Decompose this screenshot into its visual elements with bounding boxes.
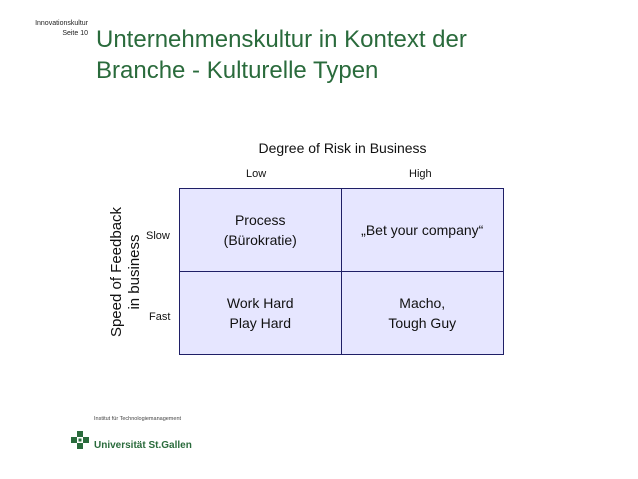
page-number: Seite 10 — [62, 30, 88, 37]
cell-macho-tough-guy-text: Macho, Tough Guy — [388, 294, 457, 331]
slide-title-line-1: Unternehmenskultur in Kontext der — [96, 26, 467, 53]
university-emblem-icon — [71, 431, 89, 449]
university-logo: Institut für Technologiemanagement Unive… — [70, 416, 192, 456]
university-name: Universität St.Gallen — [94, 440, 192, 451]
column-label-high: High — [409, 168, 432, 180]
side-axis-label: Speed of Feedback in business — [108, 207, 144, 337]
slide-title: Unternehmenskultur in Kontext der Branch… — [96, 24, 626, 86]
section-name: Innovationskultur — [35, 20, 88, 27]
cell-bet-your-company: „Bet your company“ — [341, 189, 503, 272]
cell-work-hard-play-hard-text: Work Hard Play Hard — [226, 294, 294, 331]
side-axis-label-line-2: in business — [126, 234, 143, 310]
side-axis-label-line-1: Speed of Feedback — [108, 206, 125, 338]
slide-section-label: Innovationskultur Seite 10 — [4, 19, 88, 39]
cell-work-hard-play-hard: Work Hard Play Hard — [180, 271, 342, 354]
cell-bet-your-company-text: „Bet your company“ — [361, 221, 484, 238]
cell-macho-tough-guy: Macho, Tough Guy — [342, 272, 504, 355]
institute-name: Institut für Technologiemanagement — [94, 416, 182, 422]
culture-matrix: Process (Bürokratie) „Bet your company“ … — [179, 188, 504, 355]
top-axis-label: Degree of Risk in Business — [258, 140, 427, 156]
cell-process-text: Process (Bürokratie) — [223, 211, 297, 248]
slide-title-line-2: Branche - Kulturelle Typen — [96, 57, 379, 84]
cell-process: Process (Bürokratie) — [180, 189, 342, 272]
side-axis: Speed of Feedback in business — [106, 188, 146, 356]
row-label-slow: Slow — [146, 230, 170, 242]
column-label-low: Low — [246, 168, 267, 180]
row-label-fast: Fast — [149, 311, 171, 323]
